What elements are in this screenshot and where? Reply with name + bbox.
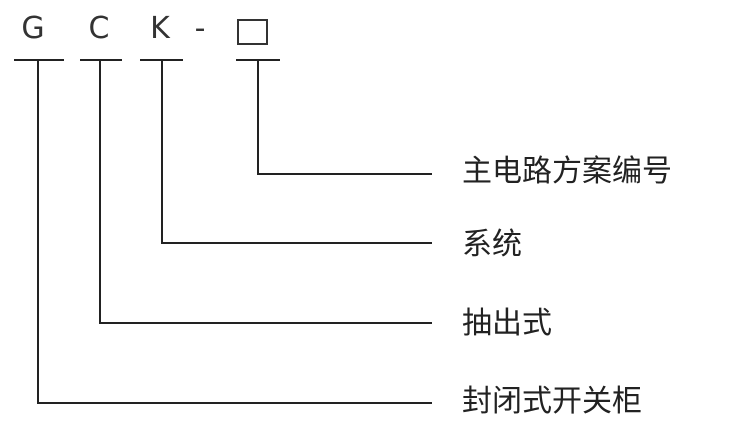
code-letter-c: C bbox=[88, 11, 110, 46]
label-main-circuit-scheme-number: 主电路方案编号 bbox=[462, 154, 672, 189]
label-draw-out-type: 抽出式 bbox=[462, 306, 552, 341]
label-enclosed-switchgear: 封闭式开关柜 bbox=[462, 384, 642, 419]
leader-line-k bbox=[161, 60, 432, 244]
leader-line-g bbox=[37, 60, 432, 404]
code-letter-g: G bbox=[21, 11, 45, 46]
label-system: 系统 bbox=[462, 227, 522, 262]
code-letter-k: K bbox=[150, 11, 170, 46]
leader-line-c bbox=[99, 60, 432, 324]
placeholder-box bbox=[237, 19, 268, 45]
code-separator: - bbox=[194, 11, 206, 46]
leader-line-box bbox=[257, 60, 432, 175]
